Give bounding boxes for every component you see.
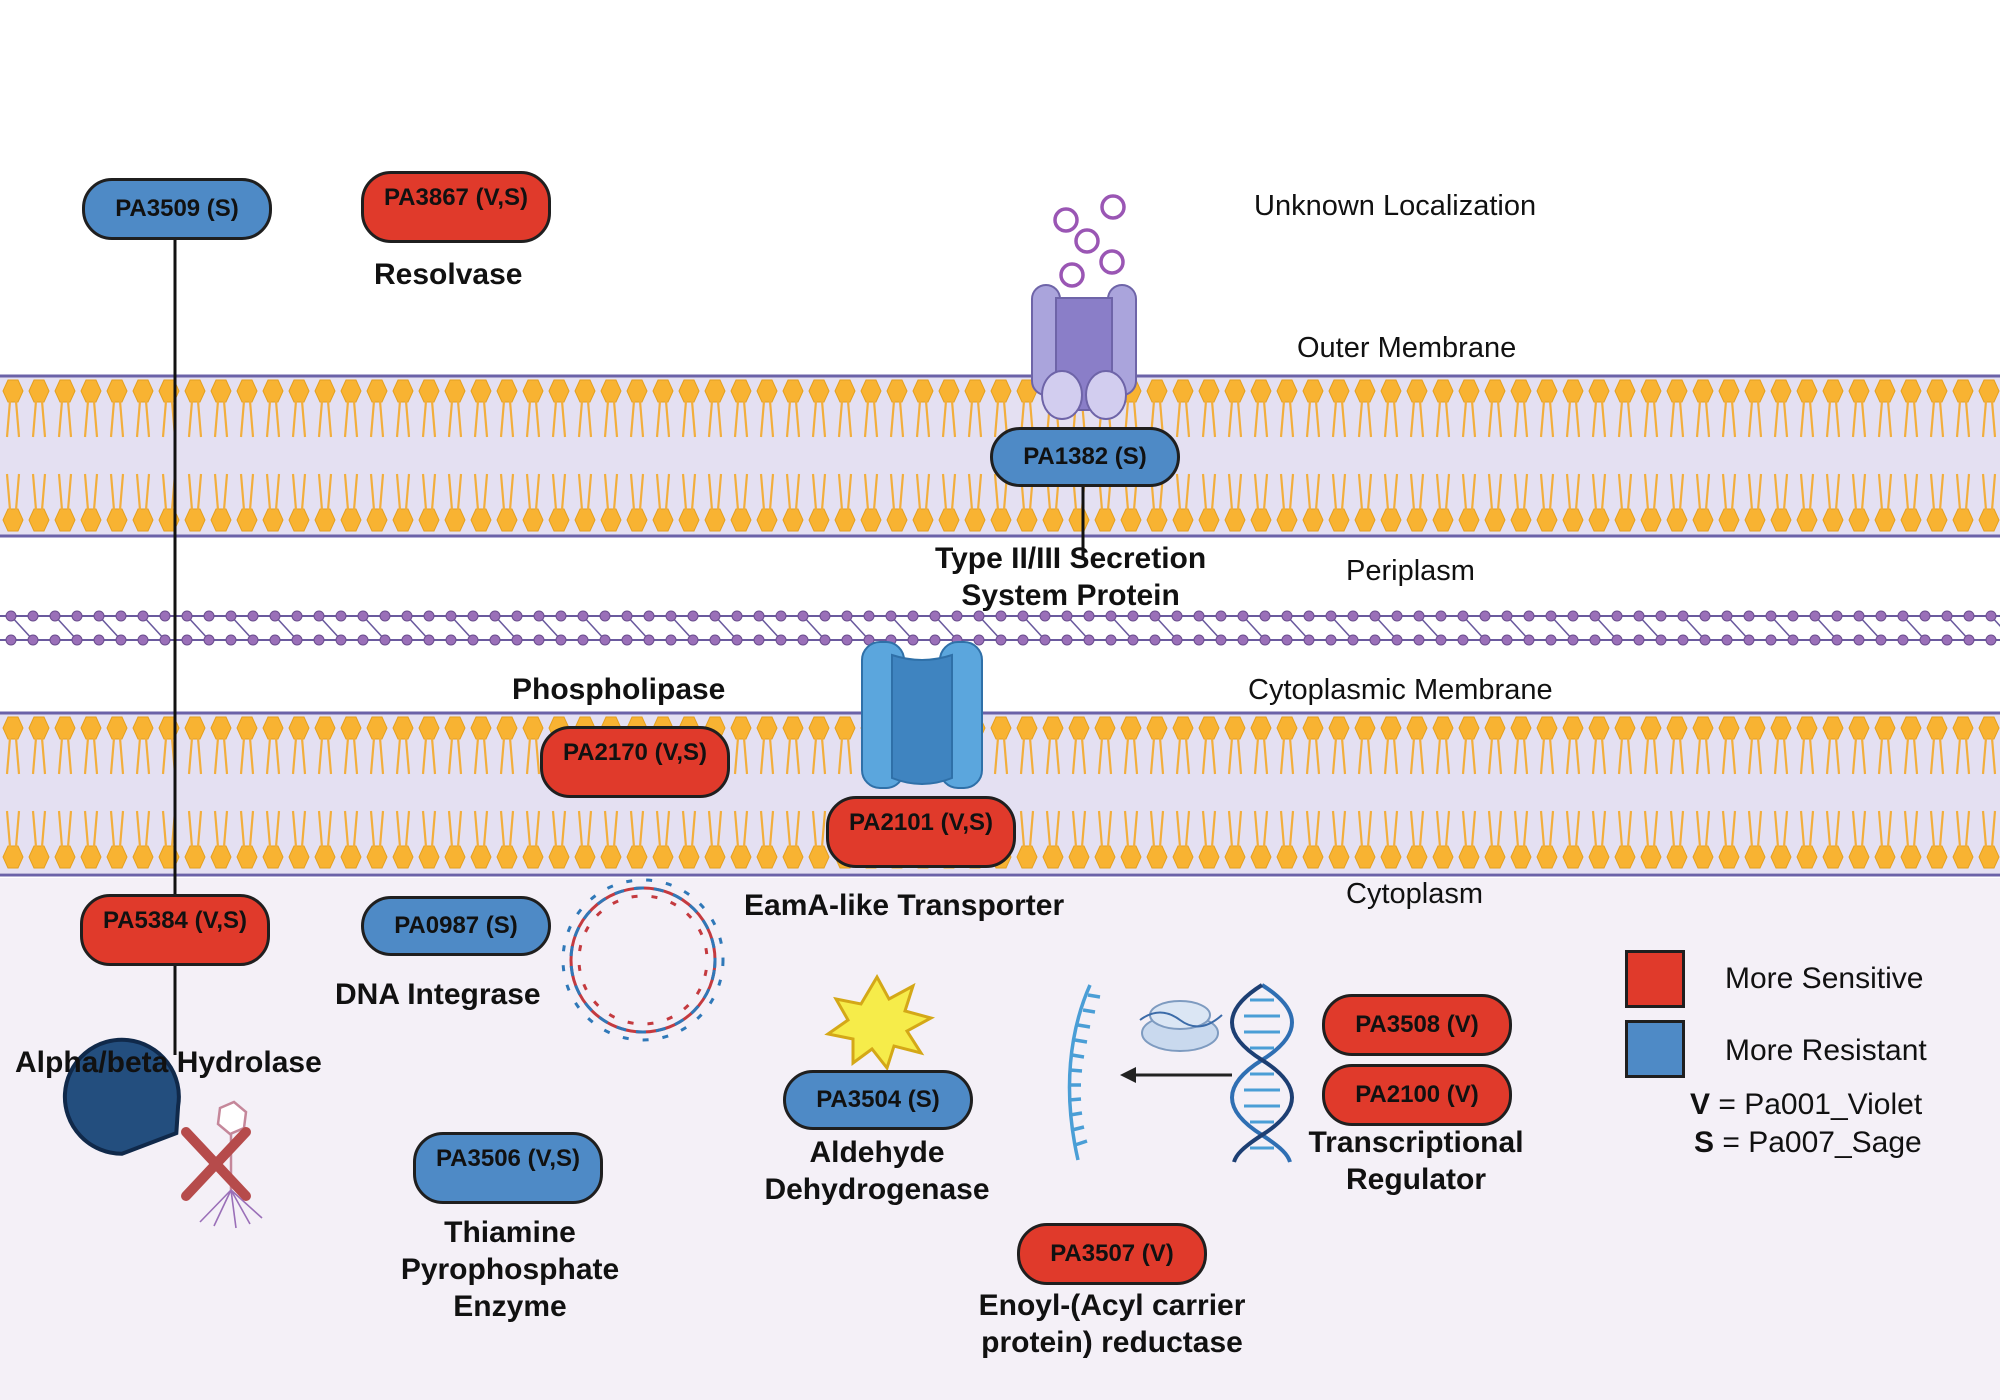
label-transcriptional-regulator: Transcriptional Regulator — [1296, 1124, 1536, 1198]
protein-pa3867: PA3867 (V,S) — [361, 171, 551, 243]
label-resolvase: Resolvase — [374, 258, 523, 291]
region-outer-membrane: Outer Membrane — [1297, 332, 1517, 364]
label-enoyl-line1: Enoyl-(Acyl carrier — [978, 1289, 1246, 1322]
legend-key-v: V = Pa001_Violet — [1690, 1088, 1922, 1122]
explosion-icon — [824, 973, 936, 1072]
protein-pa2101: PA2101 (V,S) — [826, 796, 1016, 868]
label-transcription-line1: Transcriptional — [1308, 1126, 1524, 1159]
legend-key-v-value: = Pa001_Violet — [1718, 1088, 1923, 1121]
protein-pa3506: PA3506 (V,S) — [413, 1132, 603, 1204]
label-thiamine-enzyme: Thiamine Pyrophosphate Enzyme — [380, 1214, 640, 1325]
region-cytoplasm: Cytoplasm — [1346, 878, 1483, 910]
label-secretion-line1: Type II/III Secretion — [935, 542, 1207, 575]
mrna-icon — [1067, 984, 1101, 1161]
phage-crossed-icon — [181, 1100, 263, 1229]
protein-pa5384: PA5384 (V,S) — [80, 894, 270, 966]
region-cytoplasmic-membrane: Cytoplasmic Membrane — [1248, 674, 1553, 706]
label-secretion-system: Type II/III Secretion System Protein — [935, 540, 1206, 614]
label-aldehyde-line1: Aldehyde — [809, 1136, 945, 1169]
legend-label-resistant: More Resistant — [1725, 1034, 1927, 1067]
legend-key-s-letter: S — [1694, 1126, 1715, 1159]
label-phospholipase: Phospholipase — [512, 673, 726, 706]
protein-pa1382: PA1382 (S) — [990, 427, 1180, 487]
legend-key-s: S = Pa007_Sage — [1694, 1126, 1922, 1160]
pacman-enzyme-icon — [62, 1037, 181, 1156]
protein-pa2170: PA2170 (V,S) — [540, 726, 730, 798]
translation-arrow — [1120, 1067, 1232, 1083]
protein-pa3507: PA3507 (V) — [1017, 1223, 1207, 1285]
transporter-channel-icon — [861, 641, 983, 789]
ribosome-icon — [1139, 1000, 1223, 1052]
label-thiamine-line1: Thiamine — [444, 1216, 576, 1249]
legend-swatch-sensitive — [1625, 950, 1685, 1008]
label-enoyl-reductase: Enoyl-(Acyl carrier protein) reductase — [952, 1287, 1272, 1361]
secretion-channel-icon — [1031, 284, 1137, 420]
label-thiamine-line2: Pyrophosphate — [400, 1253, 620, 1286]
label-dna-integrase: DNA Integrase — [335, 978, 541, 1011]
plasmid-icon — [561, 878, 725, 1042]
legend-key-v-letter: V — [1690, 1088, 1711, 1121]
protein-pa3508: PA3508 (V) — [1322, 994, 1512, 1056]
protein-pa2100: PA2100 (V) — [1322, 1064, 1512, 1126]
vesicle-icon — [1053, 194, 1126, 288]
label-thiamine-line3: Enzyme — [453, 1290, 567, 1323]
peptidoglycan-layer — [0, 608, 2000, 648]
legend-swatch-resistant — [1625, 1020, 1685, 1078]
legend-label-sensitive: More Sensitive — [1725, 962, 1924, 995]
label-aldehyde-dehydrogenase: Aldehyde Dehydrogenase — [752, 1134, 1002, 1208]
label-enoyl-line2: protein) reductase — [981, 1326, 1243, 1359]
label-aldehyde-line2: Dehydrogenase — [764, 1173, 990, 1206]
legend-key-s-value: = Pa007_Sage — [1722, 1126, 1922, 1159]
protein-pa0987: PA0987 (S) — [361, 896, 551, 956]
label-secretion-line2: System Protein — [961, 579, 1180, 612]
label-alpha-beta-hydrolase: Alpha/beta Hydrolase — [15, 1046, 322, 1079]
dna-helix-icon — [1230, 983, 1294, 1163]
protein-pa3504: PA3504 (S) — [783, 1070, 973, 1130]
region-periplasm: Periplasm — [1346, 555, 1475, 587]
label-eama-transporter: EamA-like Transporter — [744, 889, 1065, 922]
protein-pa3509: PA3509 (S) — [82, 178, 272, 240]
region-unknown-localization: Unknown Localization — [1254, 190, 1537, 222]
label-transcription-line2: Regulator — [1345, 1163, 1486, 1196]
